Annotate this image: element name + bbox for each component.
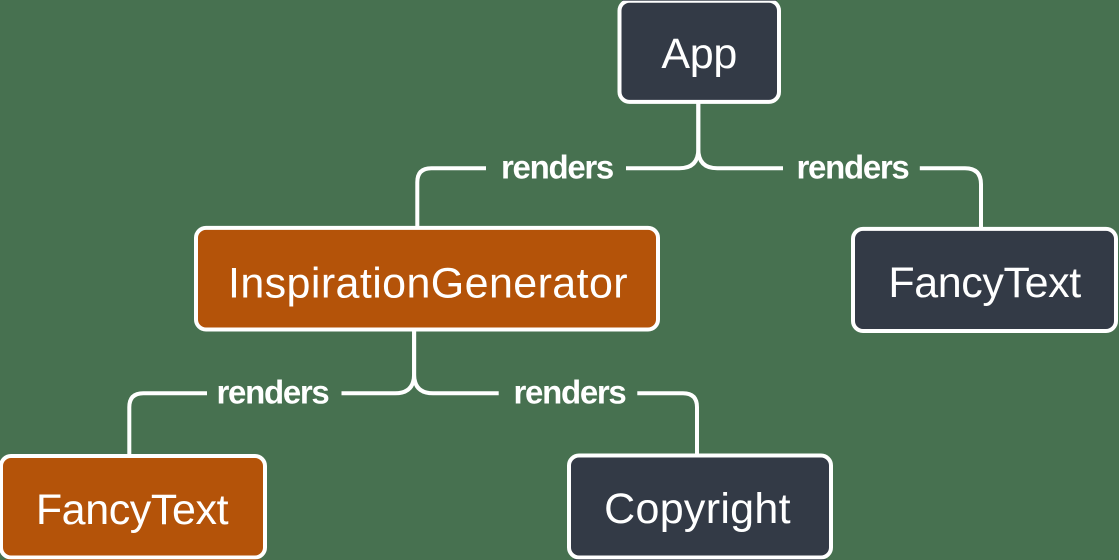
svg-text:renders: renders bbox=[217, 373, 329, 410]
svg-text:App: App bbox=[661, 30, 737, 78]
svg-text:renders: renders bbox=[501, 149, 613, 186]
svg-text:Copyright: Copyright bbox=[604, 485, 791, 533]
svg-text:renders: renders bbox=[797, 149, 909, 186]
svg-text:InspirationGenerator: InspirationGenerator bbox=[228, 259, 628, 307]
svg-text:FancyText: FancyText bbox=[888, 259, 1081, 307]
svg-text:renders: renders bbox=[514, 373, 626, 410]
svg-text:FancyText: FancyText bbox=[36, 486, 229, 534]
